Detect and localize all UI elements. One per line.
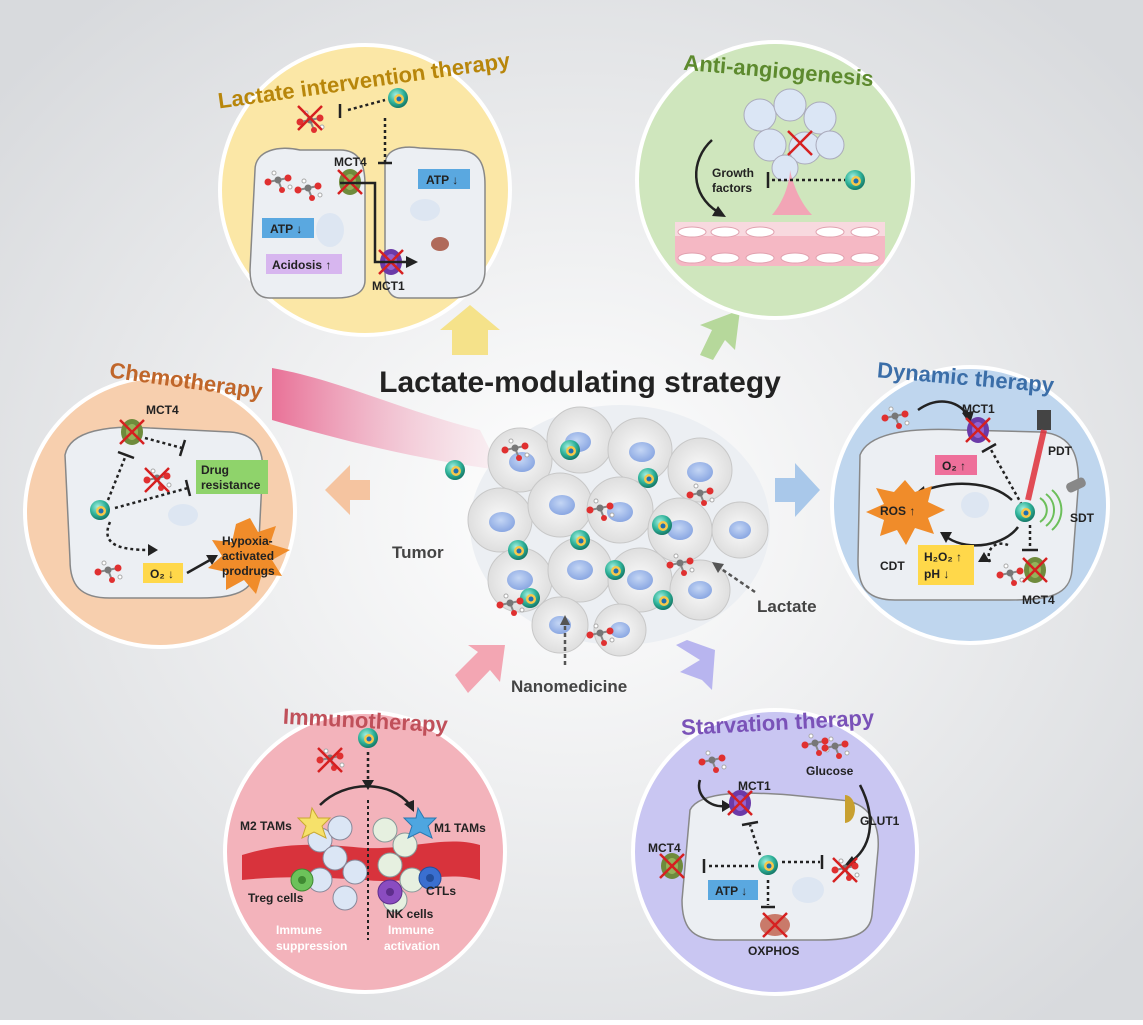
arrow-to-starvation — [676, 640, 715, 690]
hypoxia-line2: activated — [222, 549, 274, 563]
cdt-label: CDT — [880, 559, 905, 573]
m1-label: M1 TAMs — [434, 821, 486, 835]
ros-burst — [866, 480, 945, 545]
arrow-to-lactate-intervention — [440, 305, 500, 355]
nanomedicine-pointer — [560, 615, 570, 665]
ctls-label: CTLs — [426, 884, 456, 898]
mct4-label-lactate: MCT4 — [334, 155, 367, 169]
atp-box-starvation — [708, 880, 758, 900]
laser-device — [1037, 410, 1051, 430]
atp-text-starvation: ATP ↓ — [715, 884, 747, 898]
pdt-label: PDT — [1048, 444, 1073, 458]
o2-text-chemo: O₂ ↓ — [150, 567, 174, 581]
oxphos-label: OXPHOS — [748, 944, 799, 958]
lactate-pointer — [712, 562, 756, 594]
h2o2-text: H₂O₂ ↑ — [924, 550, 962, 564]
nk-label: NK cells — [386, 907, 434, 921]
treg-label: Treg cells — [248, 891, 304, 905]
activation-line1: Immune — [388, 923, 434, 937]
tumor-label: Tumor — [392, 543, 444, 562]
hypoxia-line3: prodrugs — [222, 564, 275, 578]
arrow-to-anti-angiogenesis — [700, 310, 740, 360]
hypoxia-burst — [208, 518, 290, 594]
mct1-label-dynamic: MCT1 — [962, 402, 995, 416]
m1-tam-cell — [402, 806, 438, 839]
h2o2-box — [918, 545, 974, 585]
ros-text: ROS ↑ — [880, 504, 915, 518]
main-title: Lactate-modulating strategy — [379, 366, 781, 399]
drug-resistance-line2: resistance — [201, 478, 261, 492]
mct1-label-lactate: MCT1 — [372, 279, 405, 293]
tumor-cells — [467, 406, 769, 657]
activation-line2: activation — [384, 939, 440, 953]
glut1-transporter — [845, 795, 855, 823]
atp-box-left — [262, 218, 314, 238]
lactate-label: Lactate — [757, 597, 817, 616]
growth-factors-line1: Growth — [712, 166, 754, 180]
panel-lactate-intervention: Lactate intervention therapy MCT4 MCT1 A… — [216, 43, 512, 337]
o2-up-text: O₂ ↑ — [942, 459, 966, 473]
m2-label: M2 TAMs — [240, 819, 292, 833]
mct4-label-dynamic: MCT4 — [1022, 593, 1055, 607]
arrow-to-dynamic — [775, 463, 820, 517]
glut1-label: GLUT1 — [860, 814, 900, 828]
atp-text-right: ATP ↓ — [426, 173, 458, 187]
o2-up-box — [935, 455, 977, 475]
tumor-cluster — [445, 405, 770, 657]
atp-box-right — [418, 169, 470, 189]
acidosis-text: Acidosis ↑ — [272, 258, 331, 272]
mct1-label-starvation: MCT1 — [738, 779, 771, 793]
m2-tam-cell — [296, 806, 332, 839]
glucose-label: Glucose — [806, 764, 854, 778]
sdt-label: SDT — [1070, 511, 1095, 525]
nanomedicine-label: Nanomedicine — [511, 677, 627, 696]
arrow-to-immunotherapy — [455, 645, 505, 693]
panel-anti-angiogenesis: Anti-angiogenesis Gr — [635, 40, 915, 320]
hypoxia-line1: Hypoxia- — [222, 534, 273, 548]
panel-dynamic: Dynamic therapy MCT1 O₂ ↑ PDT SDT ROS ↑ … — [830, 357, 1110, 645]
ultrasound-device — [1066, 477, 1086, 493]
atp-text-left: ATP ↓ — [270, 222, 302, 236]
panel-starvation: Starvation therapy MCT1 Glucose GLUT1 MC… — [631, 705, 919, 996]
growth-factors-line2: factors — [712, 181, 752, 195]
o2-box-chemo — [143, 563, 183, 583]
acidosis-box — [266, 254, 342, 274]
delivery-beam — [272, 368, 500, 470]
mct4-label-chemo: MCT4 — [146, 403, 179, 417]
drug-resistance-box — [196, 460, 268, 494]
panel-immunotherapy: Immunotherapy M2 TAMs M1 TAMs Treg c — [223, 704, 507, 994]
arrow-to-chemotherapy — [325, 465, 370, 515]
drug-resistance-line1: Drug — [201, 463, 229, 477]
suppression-line1: Immune — [276, 923, 322, 937]
suppression-line2: suppression — [276, 939, 347, 953]
ph-text: pH ↓ — [924, 567, 949, 581]
mct4-label-starvation: MCT4 — [648, 841, 681, 855]
